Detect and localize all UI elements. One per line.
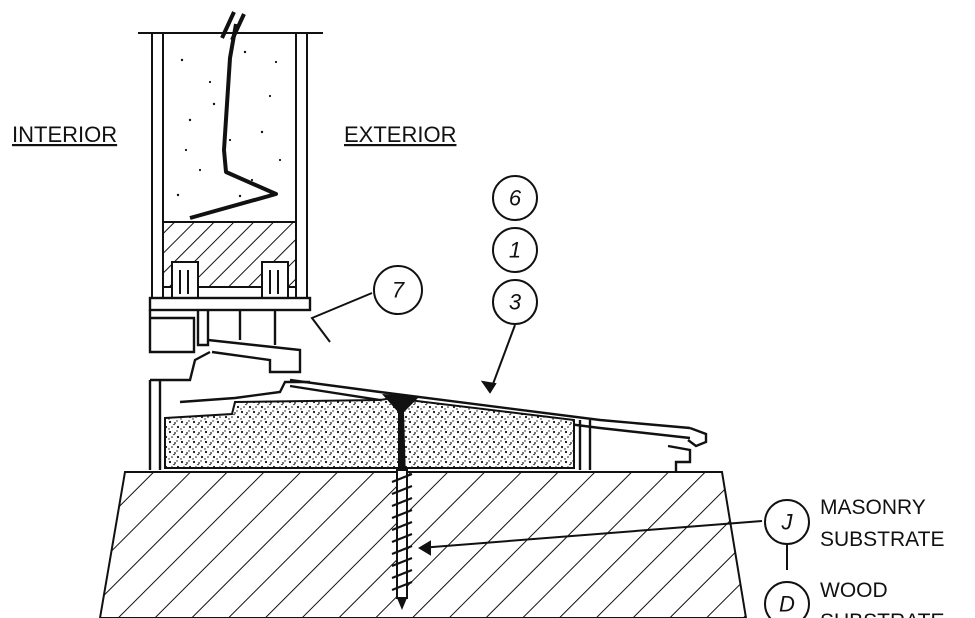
glass-stipple [176,50,282,198]
exterior-label: EXTERIOR [344,122,456,147]
callout-1-number: 1 [509,238,521,263]
interior-label: INTERIOR [12,122,117,147]
screw-fastener [382,394,420,610]
callout-6: 6 [492,175,538,221]
break-mark [220,11,246,41]
wood-key-letter: D [779,592,795,617]
substrate-key-wood: D WOOD SUBSTRATE [764,579,944,618]
glass-unit [138,11,323,300]
wood-label-line2: SUBSTRATE [820,610,944,618]
substrate-key-masonry: J MASONRY SUBSTRATE [764,496,944,551]
wood-label-line1: WOOD [820,579,888,602]
callout-7-number: 7 [392,278,405,303]
callout-1: 1 [492,227,538,273]
masonry-key-letter: J [781,510,794,535]
glazing-tape [189,23,278,220]
callout-6-number: 6 [509,186,522,211]
masonry-label-line2: SUBSTRATE [820,528,944,551]
callout-3-number: 3 [509,290,522,315]
sash-frame-profile [148,296,312,470]
leader-lines [310,292,788,570]
callout-3: 3 [492,279,538,325]
masonry-label-line1: MASONRY [820,496,926,519]
callout-7: 7 [373,265,423,315]
substrate-block [98,471,748,618]
glazing-gaskets [171,261,289,301]
